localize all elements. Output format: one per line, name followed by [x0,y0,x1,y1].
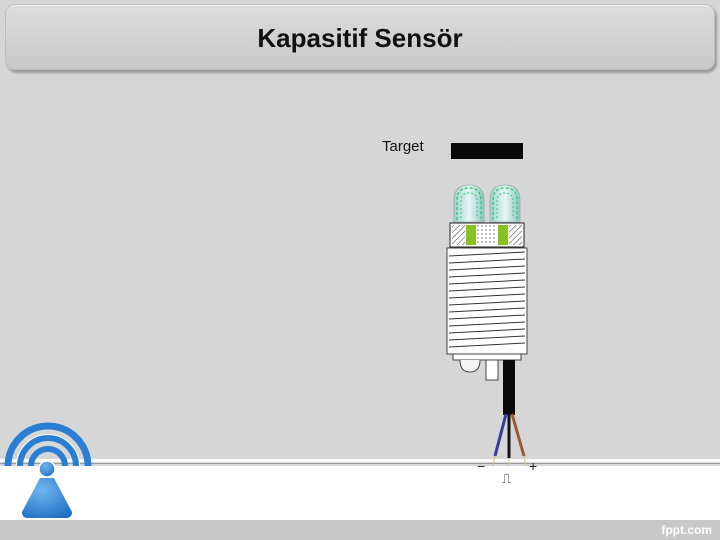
plus-terminal-label: + [529,458,537,474]
sensor-body [446,247,528,381]
target-block [451,143,523,159]
footer-divider [0,459,720,462]
brand-watermark: fppt.com [661,523,712,537]
footer-band [0,466,720,520]
signal-output-label: ⎍ [502,472,511,487]
minus-terminal-label: − [477,458,485,474]
sensor-face [449,222,525,248]
wireless-person-icon [4,422,92,518]
footer-divider-shadow [0,463,720,464]
footer-bottom-strip [0,520,720,540]
led-left [453,184,485,223]
target-label: Target [382,138,424,155]
led-right [489,184,521,223]
sensor-cable [492,360,527,467]
title-bar [5,4,715,70]
slide-title: Kapasitif Sensör [257,23,463,53]
